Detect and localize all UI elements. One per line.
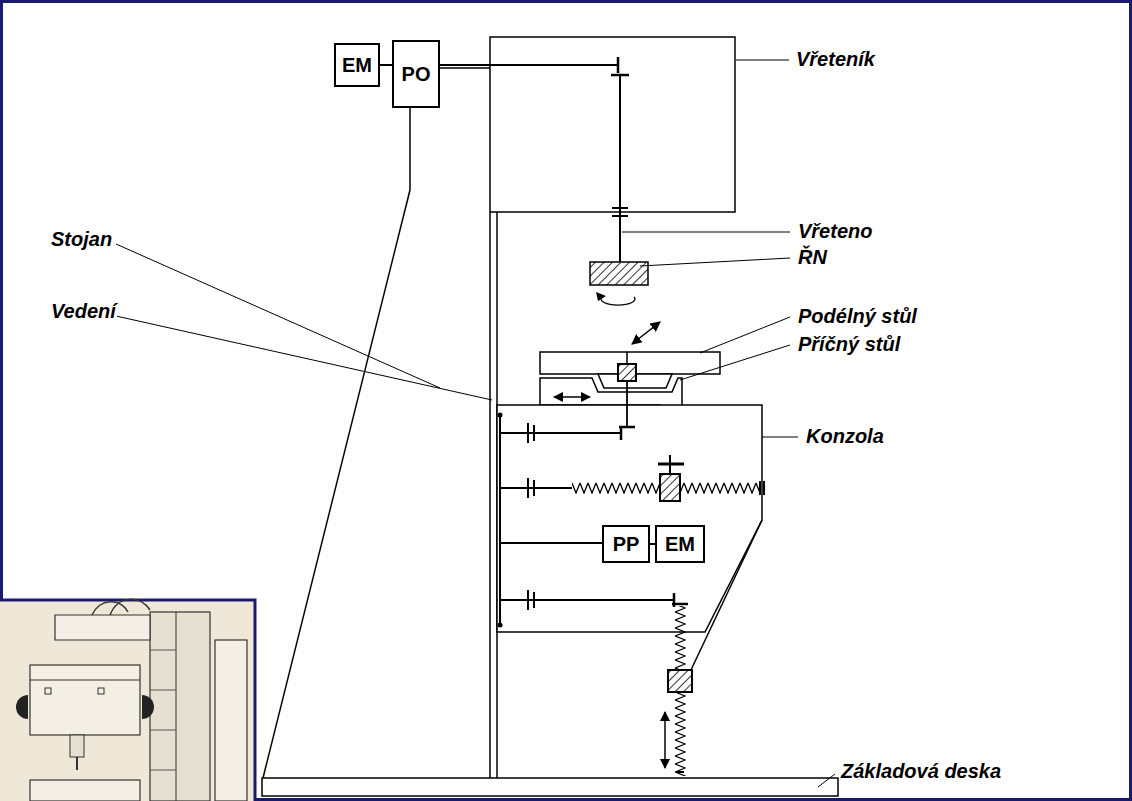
inset-column	[176, 612, 177, 801]
inset-column	[150, 612, 210, 801]
part-label: Konzola	[805, 425, 885, 448]
feed-gearbox: PP	[602, 525, 650, 563]
screw-bearing	[676, 771, 684, 773]
inset-table	[30, 680, 140, 681]
drive-shaft	[440, 64, 618, 66]
rotation-arrow	[596, 292, 606, 301]
inset-detail	[98, 688, 104, 694]
spindle-bearing	[612, 215, 628, 217]
spindle-bearing	[612, 207, 628, 209]
part-label: Příčný stůl	[797, 333, 901, 356]
milling-cutter	[590, 262, 648, 285]
electric-motor-box: EM	[334, 43, 380, 87]
leader-line	[762, 437, 798, 438]
inset-cabinet	[215, 640, 247, 801]
leader-line	[736, 60, 789, 61]
motion-arrow	[664, 712, 666, 768]
bevel-gear	[617, 57, 620, 73]
part-label: Podélný stůl	[797, 305, 918, 328]
shaft-end	[498, 623, 503, 628]
feed-branch	[500, 487, 572, 489]
spindle-head	[490, 37, 735, 212]
gear-pair	[527, 423, 529, 443]
leader-line	[116, 244, 440, 388]
part-label: Základová deska	[840, 760, 1002, 783]
inset-handwheel	[142, 695, 154, 719]
feed-branch	[500, 542, 602, 544]
column-edge	[489, 212, 491, 778]
inset-frame	[0, 600, 255, 801]
screw-bearing	[759, 481, 761, 495]
shaft-end	[498, 413, 503, 418]
gear-pair	[533, 480, 535, 496]
feed-shaft	[499, 415, 501, 625]
inset-column	[150, 650, 176, 651]
base-plate	[262, 778, 838, 796]
leader-line	[622, 232, 790, 233]
inset-detail	[45, 688, 51, 694]
nut-link	[658, 463, 684, 466]
drive-connection	[380, 64, 392, 66]
table-screw	[626, 352, 628, 364]
electric-motor-box: EM	[655, 525, 705, 563]
inset-lower-part	[30, 780, 140, 801]
inset-column	[150, 730, 176, 731]
box-text: EM	[342, 54, 372, 76]
leader-line	[680, 345, 790, 380]
vertical-nut	[668, 670, 692, 692]
inset-table	[30, 665, 140, 735]
gear-pair	[527, 590, 529, 610]
part-label: Stojan	[50, 228, 113, 251]
inset-column	[150, 770, 176, 771]
box-text: PP	[613, 533, 640, 555]
leader-line	[116, 316, 492, 400]
gear-pair	[533, 425, 535, 441]
motion-arrow	[554, 396, 590, 398]
leader-line	[700, 317, 790, 353]
knee	[497, 405, 762, 632]
column-slant	[263, 190, 410, 778]
box-text: EM	[665, 533, 695, 555]
box-text: PO	[402, 63, 431, 85]
gear-pair	[533, 592, 535, 608]
inset-column	[150, 690, 176, 691]
screw-bearing	[763, 481, 765, 495]
feed-branch	[500, 599, 674, 601]
table-nut	[618, 364, 636, 381]
bevel-gear	[672, 603, 688, 606]
feed-branch	[500, 432, 621, 434]
part-label: Vedení	[50, 300, 117, 323]
rotation-arrow	[601, 297, 635, 305]
inset-tool	[76, 757, 78, 770]
motion-arrow	[632, 322, 660, 344]
table-shaft	[626, 381, 628, 427]
inset-cable	[92, 602, 128, 615]
leader-line	[818, 774, 835, 787]
spindle	[619, 75, 621, 262]
inset-handwheel	[16, 695, 28, 719]
inset-head	[55, 615, 150, 640]
inset-spindle	[70, 735, 84, 757]
leader-line	[640, 258, 790, 266]
part-label: Vřeteno	[797, 220, 873, 243]
gear-pair	[527, 478, 529, 498]
part-label: Vřeteník	[795, 48, 876, 71]
part-label: ŘN	[797, 246, 828, 269]
cross-nut	[660, 474, 680, 501]
spindle-gearbox: PO	[392, 40, 440, 108]
